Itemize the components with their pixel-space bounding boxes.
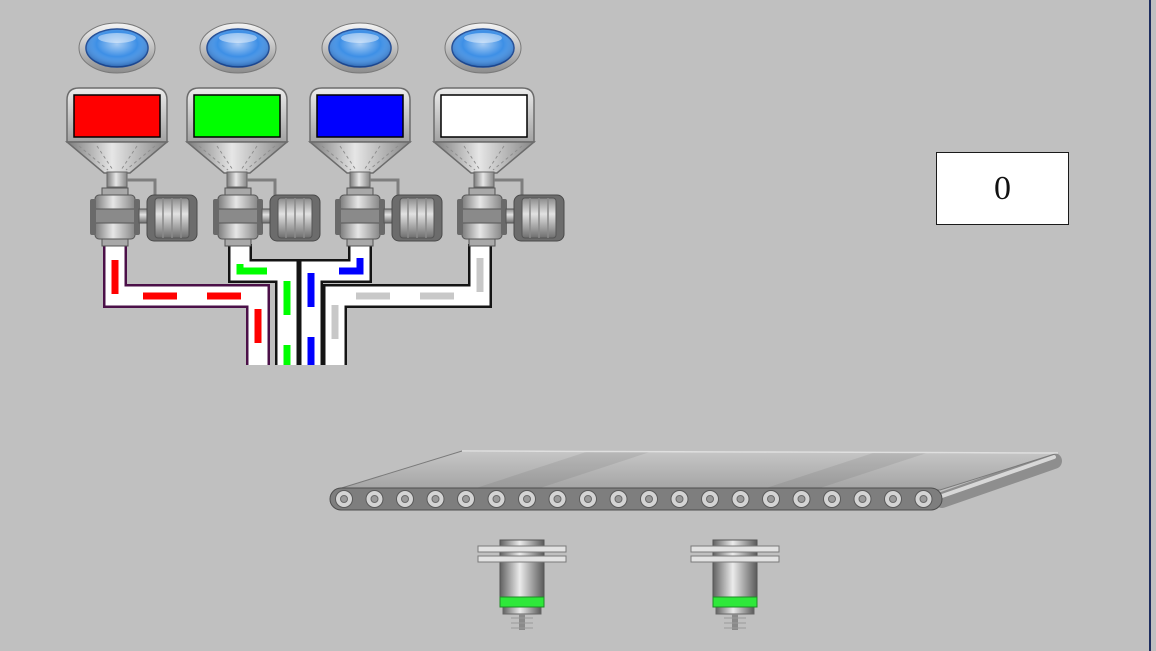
roller-hub [828, 495, 836, 503]
indicator-light-2[interactable] [199, 22, 277, 74]
roller-hub [919, 495, 928, 503]
window-border [1149, 0, 1151, 651]
roller-hub [675, 495, 684, 503]
roller-hub [584, 495, 592, 503]
conveyor-roller [823, 490, 841, 508]
conveyor-frame [329, 487, 943, 511]
counter-value: 0 [994, 169, 1011, 207]
roller-hub [523, 495, 531, 503]
proximity-sensor-2 [690, 539, 780, 631]
hopper-station-3 [308, 86, 443, 247]
pump-motor-icon [383, 194, 443, 242]
flow-indicator [331, 244, 484, 365]
roller-hub [370, 495, 379, 503]
pump-motor-icon [505, 194, 565, 242]
roller-hub [736, 495, 745, 503]
pipe-3 [299, 244, 372, 365]
flow-indicator [111, 244, 262, 365]
proximity-sensor-icon [477, 539, 567, 631]
indicator-light-3[interactable] [321, 22, 399, 74]
conveyor-roller [426, 490, 445, 508]
sensor-status-ring [712, 596, 758, 608]
conveyor-roller [670, 490, 689, 508]
conveyor-roller [365, 490, 384, 508]
hopper-color-window [316, 94, 404, 138]
roller-hub [401, 495, 409, 503]
conveyor-roller [792, 490, 811, 508]
flow-indicator [236, 244, 291, 365]
conveyor-roller [457, 490, 475, 508]
conveyor-belt [329, 450, 1062, 511]
proximity-sensor-1 [477, 539, 567, 631]
pipe-1 [103, 244, 270, 365]
roller-hub [614, 495, 623, 503]
conveyor-roller [701, 490, 719, 508]
roller-hub [889, 495, 897, 503]
roller-hub [645, 495, 653, 503]
roller-hub [767, 495, 775, 503]
roller-hub [462, 495, 470, 503]
roller-hub [797, 495, 806, 503]
conveyor-roller [731, 490, 750, 508]
counter-display: 0 [936, 152, 1069, 225]
conveyor-roller [548, 490, 567, 508]
conveyor-roller [518, 490, 536, 508]
valve-icon [89, 187, 141, 247]
pump-motor-icon [138, 194, 198, 242]
roller-hub [431, 495, 440, 503]
hopper-station-4 [432, 86, 565, 247]
conveyor-roller [579, 490, 597, 508]
valve-icon [212, 187, 264, 247]
valve-icon [456, 187, 508, 247]
hopper-station-2 [185, 86, 321, 247]
conveyor-roller [487, 490, 506, 508]
conveyor-roller [914, 490, 933, 508]
indicator-light-1[interactable] [78, 22, 156, 74]
pump-motor-icon [261, 194, 321, 242]
hopper-color-window [193, 94, 281, 138]
roller-hub [706, 495, 714, 503]
conveyor-rollers [335, 490, 933, 508]
conveyor-roller [762, 490, 780, 508]
valve-icon [334, 187, 386, 247]
conveyor-roller [853, 490, 872, 508]
roller-hub [553, 495, 562, 503]
conveyor-end-shaft [934, 453, 1062, 508]
conveyor-roller [396, 490, 414, 508]
hopper-color-window [440, 94, 528, 138]
roller-hub [340, 495, 348, 503]
conveyor-roller [640, 490, 658, 508]
sensor-status-ring [499, 596, 545, 608]
indicator-light-4[interactable] [444, 22, 522, 74]
pipe-4 [323, 244, 492, 365]
pipe-2 [228, 244, 299, 365]
conveyor-roller [609, 490, 628, 508]
hopper-station-1 [65, 86, 198, 247]
hopper-color-window [73, 94, 161, 138]
conveyor-roller [884, 490, 902, 508]
conveyor-roller [335, 490, 353, 508]
conveyor-belt-surface [334, 450, 1059, 491]
proximity-sensor-icon [690, 539, 780, 631]
roller-hub [492, 495, 501, 503]
roller-hub [858, 495, 867, 503]
